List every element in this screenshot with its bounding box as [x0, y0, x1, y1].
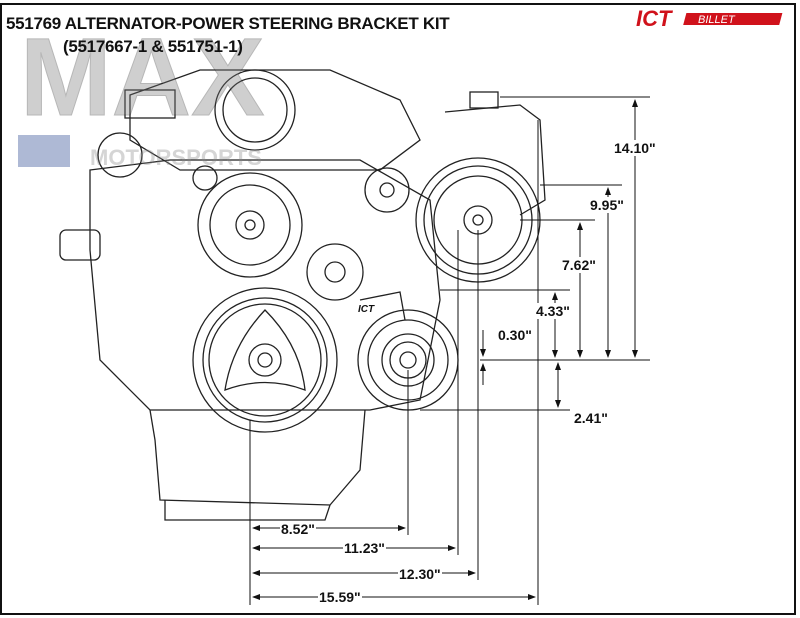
power-steering-pump [415, 91, 546, 283]
frame-border [0, 3, 796, 615]
svg-text:BILLET: BILLET [698, 14, 736, 26]
dim-0-30: 0.30" [497, 327, 533, 343]
dim-11-23: 11.23" [343, 540, 386, 556]
dimension-lines [249, 96, 650, 605]
dim-7-62: 7.62" [561, 257, 597, 273]
dealer-watermark: MAX MOTORSPORTS [18, 16, 265, 170]
crank-pulley [192, 287, 338, 433]
dim-8-52: 8.52" [280, 521, 316, 537]
idler-pulley [97, 132, 410, 301]
intake-manifold [124, 69, 421, 171]
svg-text:MAX: MAX [20, 16, 264, 139]
dim-14-10: 14.10" [613, 140, 657, 156]
engine-block [59, 159, 441, 521]
ict-billet-logo: ICT BILLET [636, 7, 786, 29]
dim-9-95: 9.95" [589, 197, 625, 213]
title-line2: (5517667-1 & 551751-1) [63, 37, 243, 56]
dim-2-41: 2.41" [573, 410, 609, 426]
svg-text:MOTORSPORTS: MOTORSPORTS [90, 145, 262, 170]
dim-15-59: 15.59" [318, 589, 362, 605]
title-line1: 551769 ALTERNATOR-POWER STEERING BRACKET… [6, 14, 450, 33]
dim-12-30: 12.30" [398, 566, 442, 582]
part-mark: ICT [358, 304, 375, 315]
svg-text:ICT: ICT [636, 7, 673, 29]
water-pump-pulley [197, 172, 303, 278]
dim-4-33: 4.33" [535, 303, 571, 319]
